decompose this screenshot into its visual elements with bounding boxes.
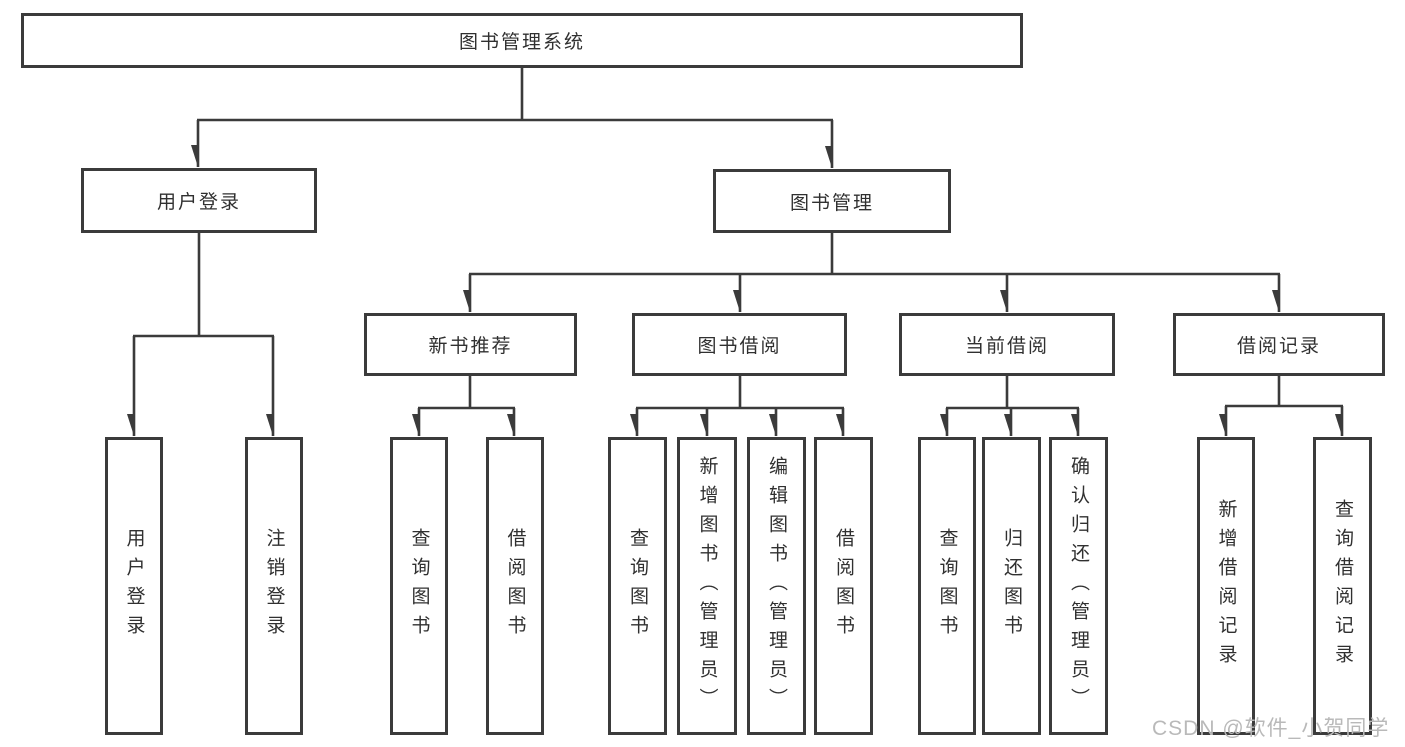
leaf-borrowing-add-books-admin: 新增图书（管理员） bbox=[677, 437, 737, 735]
node-user-login: 用户登录 bbox=[81, 168, 317, 233]
leaf-newbook-query-books-label: 查询图书 bbox=[408, 528, 430, 644]
node-current-borrowing: 当前借阅 bbox=[899, 313, 1115, 376]
leaf-borrowing-query-books: 查询图书 bbox=[608, 437, 667, 735]
node-book-management: 图书管理 bbox=[713, 169, 951, 233]
leaf-records-add-record-label: 新增借阅记录 bbox=[1215, 499, 1237, 673]
leaf-borrowing-borrow-books: 借阅图书 bbox=[814, 437, 873, 735]
leaf-borrowing-query-books-label: 查询图书 bbox=[627, 528, 648, 644]
leaf-borrowing-add-books-admin-label: 新增图书（管理员） bbox=[696, 455, 718, 717]
node-root-label: 图书管理系统 bbox=[458, 32, 585, 53]
csdn-watermark: CSDN @软件_小贺同学 bbox=[1152, 717, 1390, 740]
node-new-book-recommend-label: 新书推荐 bbox=[428, 336, 513, 357]
node-new-book-recommend: 新书推荐 bbox=[364, 313, 577, 376]
leaf-user-login-label: 用户登录 bbox=[123, 528, 145, 644]
node-current-borrowing-label: 当前借阅 bbox=[964, 336, 1049, 357]
node-root-system: 图书管理系统 bbox=[21, 13, 1023, 68]
leaf-newbook-borrow-books: 借阅图书 bbox=[486, 437, 544, 735]
leaf-current-confirm-return-admin: 确认归还（管理员） bbox=[1049, 437, 1108, 735]
leaf-records-add-record: 新增借阅记录 bbox=[1197, 437, 1255, 735]
leaf-current-return-books: 归还图书 bbox=[982, 437, 1041, 735]
leaf-current-confirm-return-admin-label: 确认归还（管理员） bbox=[1068, 455, 1089, 717]
leaf-borrowing-edit-books-admin: 编辑图书（管理员） bbox=[747, 437, 806, 735]
leaf-records-query-record-label: 查询借阅记录 bbox=[1332, 499, 1353, 673]
node-user-login-label: 用户登录 bbox=[156, 192, 241, 213]
leaf-newbook-query-books: 查询图书 bbox=[390, 437, 448, 735]
node-borrowing-records-label: 借阅记录 bbox=[1236, 336, 1321, 357]
leaf-user-login: 用户登录 bbox=[105, 437, 163, 735]
leaf-records-query-record: 查询借阅记录 bbox=[1313, 437, 1372, 735]
node-borrowing-records: 借阅记录 bbox=[1173, 313, 1385, 376]
leaf-borrowing-edit-books-admin-label: 编辑图书（管理员） bbox=[766, 455, 787, 717]
node-book-borrowing-label: 图书借阅 bbox=[697, 336, 782, 357]
node-book-management-label: 图书管理 bbox=[789, 192, 874, 214]
leaf-newbook-borrow-books-label: 借阅图书 bbox=[504, 528, 526, 644]
leaf-current-return-books-label: 归还图书 bbox=[1001, 528, 1022, 644]
leaf-current-query-books: 查询图书 bbox=[918, 437, 976, 735]
leaf-logout: 注销登录 bbox=[245, 437, 303, 735]
leaf-logout-label: 注销登录 bbox=[263, 528, 285, 644]
node-book-borrowing: 图书借阅 bbox=[632, 313, 847, 376]
leaf-current-query-books-label: 查询图书 bbox=[936, 528, 958, 644]
leaf-borrowing-borrow-books-label: 借阅图书 bbox=[833, 528, 854, 644]
